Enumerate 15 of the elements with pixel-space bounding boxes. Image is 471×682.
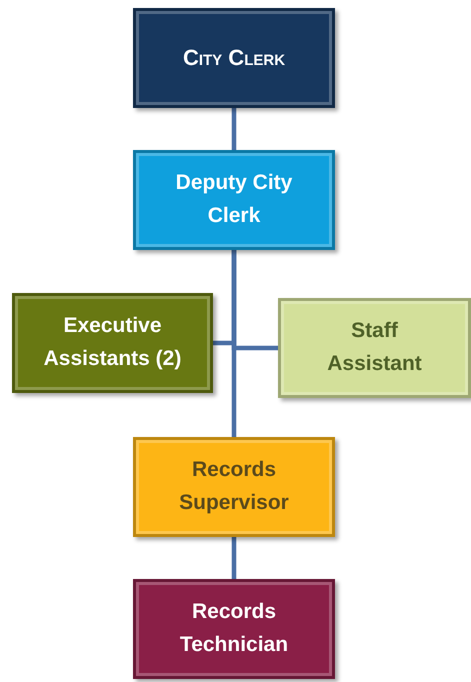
connector-line — [232, 537, 236, 579]
connector-line — [232, 108, 236, 150]
position-title: City Clerk — [182, 44, 286, 72]
position-title: Executive Assistants (2) — [42, 313, 182, 372]
position-title: Deputy City Clerk — [174, 170, 294, 229]
position-box — [133, 8, 335, 108]
position-title: Records Supervisor — [178, 457, 290, 516]
position-box — [133, 437, 335, 537]
position-box — [133, 150, 335, 250]
position-box — [278, 298, 471, 398]
position-title: Records Technician — [178, 599, 290, 658]
position-box — [12, 293, 213, 393]
position-box — [133, 579, 335, 679]
connector-line — [232, 250, 236, 437]
position-title: Staff Assistant — [326, 318, 423, 377]
